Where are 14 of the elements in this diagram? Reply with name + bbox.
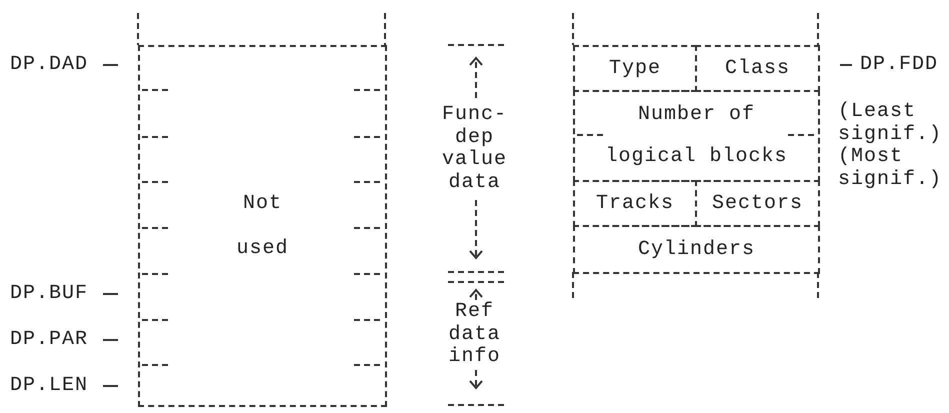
table-cell [573, 45, 697, 92]
field-label: Class [724, 56, 791, 80]
table-cell [573, 180, 697, 227]
table-cell [695, 180, 820, 227]
field-label: Number of logical blocks [604, 102, 789, 170]
table-cell [695, 45, 820, 92]
table-cell [573, 225, 820, 274]
memory-block [138, 45, 387, 407]
table-cell [573, 90, 820, 182]
field-label: Cylinders [636, 238, 756, 262]
field-label: Sectors [710, 192, 804, 216]
field-label: Not used [236, 191, 288, 262]
field-label: Tracks [594, 192, 675, 216]
field-label: Type [608, 56, 662, 80]
